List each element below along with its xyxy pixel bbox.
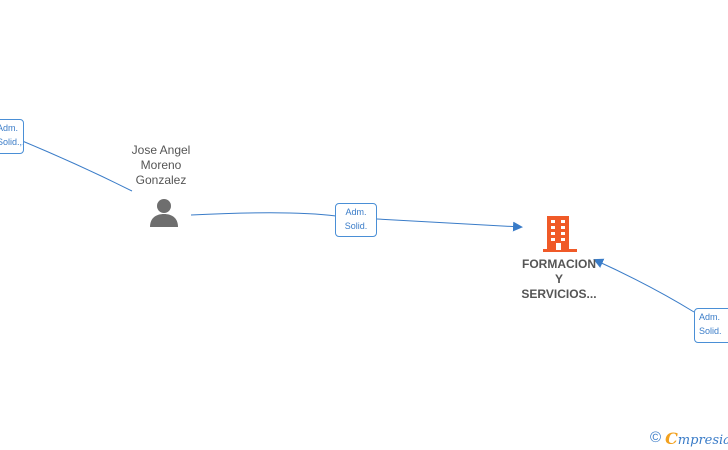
edge-badge-middle[interactable]: Adm. Solid.	[335, 203, 377, 237]
edge-badge-right-line-1: Adm.	[699, 312, 721, 322]
company-node-label[interactable]: FORMACION Y SERVICIOS...	[506, 257, 612, 302]
person-name-line-3: Gonzalez	[135, 173, 187, 187]
brand-logo-initial: C	[665, 428, 678, 448]
edge-badge-left-line-1: Adm.	[0, 123, 19, 133]
edge-left-to-person	[19, 139, 133, 192]
person-name-line-1: Jose Angel	[131, 143, 191, 157]
company-name-line-3: SERVICIOS...	[521, 287, 597, 301]
person-node-label[interactable]: Jose Angel Moreno Gonzalez	[111, 143, 211, 188]
building-icon[interactable]	[543, 216, 577, 252]
edge-badge-middle-line-1: Adm.	[345, 207, 367, 217]
edge-badge-right-line-2: Solid.	[699, 326, 722, 336]
person-icon[interactable]	[148, 197, 180, 229]
brand-logo: Cmpresia	[665, 429, 728, 448]
brand-logo-rest: mpresia	[677, 432, 728, 448]
edge-badge-right[interactable]: Adm. Solid.	[694, 308, 728, 343]
edge-badge-middle-line-2: Solid.	[344, 221, 368, 231]
person-name-line-2: Moreno	[140, 158, 182, 172]
edge-badge-left[interactable]: Adm. Solid.,...	[0, 119, 24, 154]
footer-brand[interactable]: © Cmpresia	[650, 428, 728, 448]
copyright-icon: ©	[650, 429, 662, 446]
edge-person-to-company	[190, 212, 521, 227]
company-name-line-1: FORMACION	[522, 257, 596, 271]
company-name-line-2: Y	[554, 272, 563, 286]
edge-badge-left-line-2: Solid.,...	[0, 137, 23, 147]
edge-right-to-company	[593, 258, 695, 313]
